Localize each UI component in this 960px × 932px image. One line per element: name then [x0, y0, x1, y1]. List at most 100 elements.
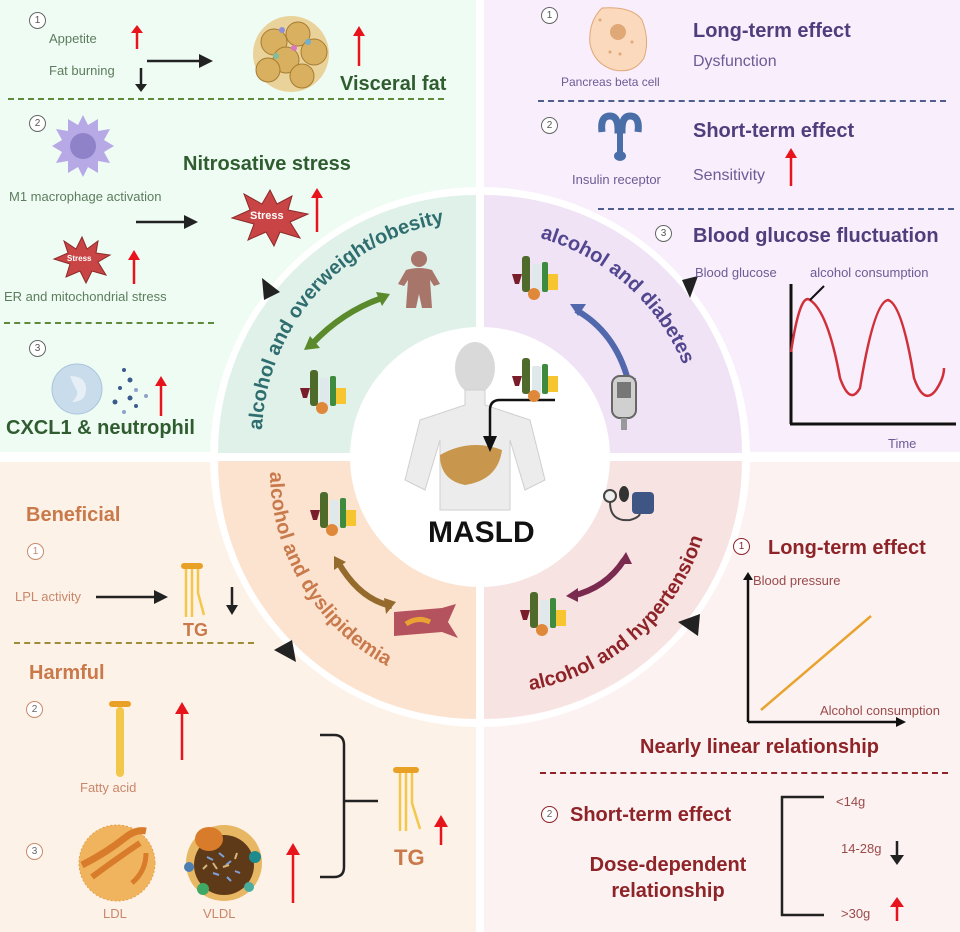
- short-term-effect-title: Short-term effect: [693, 120, 855, 142]
- step-number-1: 1: [541, 7, 558, 24]
- triglyceride-icon: [181, 563, 206, 617]
- tg-label: TG: [394, 845, 425, 870]
- up-arrow-icon: [434, 815, 448, 845]
- harmful-title: Harmful: [29, 662, 105, 684]
- step-number-2: 2: [541, 806, 558, 823]
- glucose-fluctuation-chart: [789, 284, 956, 426]
- alcohol-bottles-icon-center: [512, 358, 558, 402]
- nitrosative-stress-title: Nitrosative stress: [183, 153, 351, 175]
- divider: [598, 208, 954, 210]
- step-number-3: 3: [26, 843, 43, 860]
- divider: [14, 642, 254, 644]
- up-arrow-icon: [131, 25, 143, 49]
- ldl-label: LDL: [103, 906, 127, 921]
- down-arrow-icon: [135, 68, 147, 92]
- neutrophil-icon: [51, 363, 103, 415]
- stress-badge: Stress: [250, 210, 284, 222]
- macrophage-icon: [52, 115, 114, 177]
- divider: [540, 772, 948, 774]
- up-arrow-icon: [175, 702, 189, 760]
- alcohol-bottles-icon-dyslipidemia: [310, 492, 356, 536]
- up-arrow-icon: [286, 843, 300, 903]
- step-number-1: 1: [733, 538, 750, 555]
- bp-linear-chart: [743, 572, 906, 727]
- step-number-1: 1: [27, 543, 44, 560]
- dysfunction-label: Dysfunction: [693, 53, 777, 70]
- lpl-activity-label: LPL activity: [15, 589, 81, 604]
- right-arrow-icon: [96, 590, 168, 604]
- dose-high-label: >30g: [841, 906, 871, 921]
- down-arrow-icon: [890, 841, 904, 865]
- right-arrow-icon: [136, 215, 198, 229]
- time-axis-label: Time: [888, 436, 917, 451]
- divider: [8, 98, 444, 100]
- center-label: MASLD: [428, 516, 535, 549]
- fat-burning-label: Fat burning: [49, 63, 115, 78]
- appetite-label: Appetite: [49, 31, 97, 46]
- ldl-particle-icon: [78, 824, 156, 902]
- step-number-3: 3: [655, 225, 672, 242]
- m1-macrophage-label: M1 macrophage activation: [9, 189, 162, 204]
- fatty-acid-label: Fatty acid: [80, 780, 137, 795]
- step-number-1: 1: [29, 12, 46, 29]
- up-arrow-icon: [155, 376, 167, 416]
- alcohol-bottles-icon-obesity: [300, 370, 346, 414]
- pointer-hypertension: [678, 614, 700, 636]
- step-number-2: 2: [26, 701, 43, 718]
- short-term-effect-title: Short-term effect: [570, 804, 732, 826]
- vldl-label: VLDL: [203, 906, 236, 921]
- blood-glucose-fluctuation-title: Blood glucose fluctuation: [693, 225, 939, 247]
- nearly-linear-title: Nearly linear relationship: [640, 736, 879, 758]
- stress-burst-icon: [230, 188, 310, 248]
- obese-person-icon: [398, 251, 440, 308]
- insulin-receptor-icon: [598, 112, 642, 161]
- pointer-obesity: [262, 278, 280, 300]
- pancreas-beta-cell-icon: [589, 7, 648, 72]
- insulin-receptor-label: Insulin receptor: [572, 172, 661, 187]
- bracket-icon: [320, 733, 378, 879]
- sensitivity-label: Sensitivity: [693, 167, 766, 184]
- cxcl1-neutrophil-label: CXCL1 & neutrophil: [6, 417, 195, 439]
- pancreas-beta-cell-label: Pancreas beta cell: [561, 75, 660, 89]
- bidirectional-arrow-hypertension: [566, 552, 632, 602]
- dose-dependent-line2: relationship: [611, 880, 725, 902]
- up-arrow-icon: [311, 188, 323, 232]
- pointer-diabetes: [682, 276, 698, 298]
- long-term-effect-title: Long-term effect: [693, 20, 851, 42]
- bidirectional-arrow-obesity: [304, 292, 390, 350]
- beneficial-title: Beneficial: [26, 504, 121, 526]
- chemokine-dots-icon: [112, 368, 148, 414]
- step-number-2: 2: [541, 117, 558, 134]
- up-arrow-icon: [353, 26, 365, 66]
- alcohol-bottles-icon-diabetes: [512, 256, 558, 300]
- tg-label: TG: [183, 620, 208, 640]
- visceral-fat-label: Visceral fat: [340, 73, 447, 95]
- step-number-2: 2: [29, 115, 46, 132]
- stress-badge-small: Stress: [67, 254, 92, 263]
- bidirectional-arrow-dyslipidemia: [334, 556, 396, 614]
- triglyceride-icon: [393, 767, 422, 831]
- stress-burst-icon-small: [52, 235, 112, 285]
- dose-dependent-line1: Dose-dependent: [589, 854, 747, 876]
- vldl-particle-icon: [184, 825, 262, 901]
- down-arrow-icon: [226, 587, 238, 615]
- blood-vessel-icon: [394, 604, 458, 638]
- up-arrow-icon: [785, 148, 797, 186]
- up-arrow-icon: [128, 250, 140, 284]
- human-liver-icon: [404, 342, 555, 511]
- divider: [538, 100, 946, 102]
- divider: [4, 322, 214, 324]
- up-arrow-icon: [890, 897, 904, 921]
- dose-mid-label: 14-28g: [841, 841, 882, 856]
- alcohol-bottles-icon-hypertension: [520, 592, 566, 636]
- blood-glucose-axis-label: Blood glucose: [695, 265, 777, 280]
- er-mito-stress-label: ER and mitochondrial stress: [4, 289, 167, 304]
- blood-pressure-axis-label: Blood pressure: [753, 573, 841, 588]
- pointer-dyslipidemia: [274, 640, 296, 662]
- step-number-3: 3: [29, 340, 46, 357]
- alcohol-consumption-axis-label: Alcohol consumption: [820, 703, 940, 718]
- glucometer-icon: [611, 375, 637, 430]
- fatty-acid-icon: [109, 701, 131, 777]
- dose-low-label: <14g: [836, 794, 866, 809]
- right-arrow-icon: [147, 54, 213, 68]
